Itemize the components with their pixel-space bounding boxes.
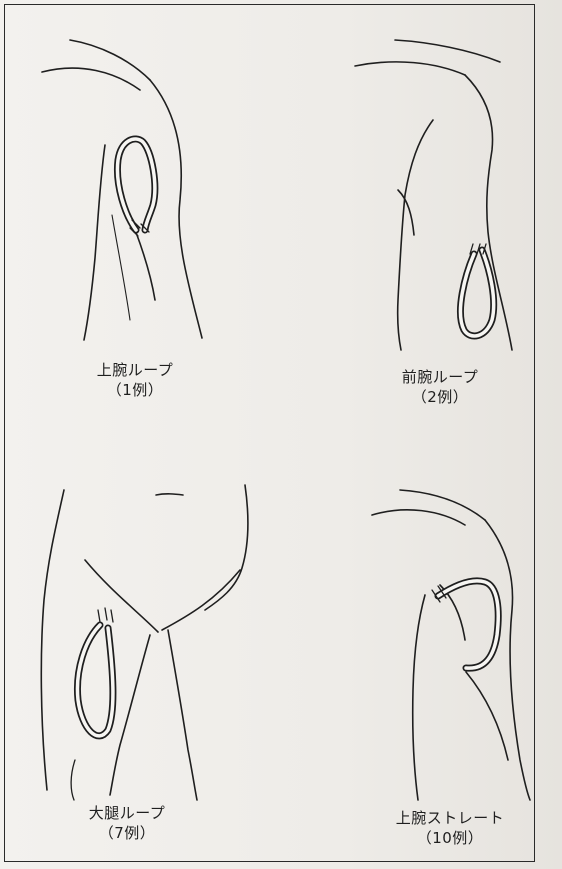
anastomosis-lines xyxy=(98,608,113,622)
caption-upper-arm-loop: 上腕ループ （1例） xyxy=(70,360,200,400)
inner-thigh-contour xyxy=(110,635,150,795)
caption-label: 上腕ループ xyxy=(70,360,200,380)
chest-contour xyxy=(355,62,465,75)
groin-crease xyxy=(85,560,158,632)
chest-contour xyxy=(42,68,140,90)
arm-inner-contour xyxy=(398,120,433,350)
elbow-contour xyxy=(466,672,508,760)
caption-upper-arm-straight: 上腕ストレート （10例） xyxy=(375,808,525,848)
arm-inner-contour xyxy=(84,145,105,340)
caption-thigh-loop: 大腿ループ （7例） xyxy=(62,803,192,843)
forearm-loop-illustration xyxy=(355,40,512,350)
inner-thigh-contour-right xyxy=(168,630,197,800)
loop-graft xyxy=(460,250,493,336)
caption-label: 上腕ストレート xyxy=(375,808,525,828)
caption-count: （2例） xyxy=(375,387,505,407)
torso-right-contour xyxy=(205,485,248,610)
groin-crease-right xyxy=(162,570,240,630)
navel-mark xyxy=(156,494,183,495)
caption-forearm-loop: 前腕ループ （2例） xyxy=(375,367,505,407)
caption-label: 前腕ループ xyxy=(375,367,505,387)
shoulder-contour xyxy=(395,40,500,62)
torso-left-contour xyxy=(41,490,64,790)
caption-count: （10例） xyxy=(375,828,525,848)
chest-contour xyxy=(372,510,465,525)
arm-shading-line xyxy=(112,215,130,320)
arm-inner-contour xyxy=(413,595,425,800)
arm-outer-contour xyxy=(465,75,512,350)
caption-count: （1例） xyxy=(70,380,200,400)
upper-arm-loop-illustration xyxy=(42,40,202,340)
caption-label: 大腿ループ xyxy=(62,803,192,823)
upper-arm-straight-illustration xyxy=(372,490,530,800)
caption-count: （7例） xyxy=(62,823,192,843)
arm-outer-contour xyxy=(150,80,202,338)
thigh-loop-illustration xyxy=(41,485,248,800)
knee-line xyxy=(71,760,75,800)
elbow-contour xyxy=(398,190,414,235)
